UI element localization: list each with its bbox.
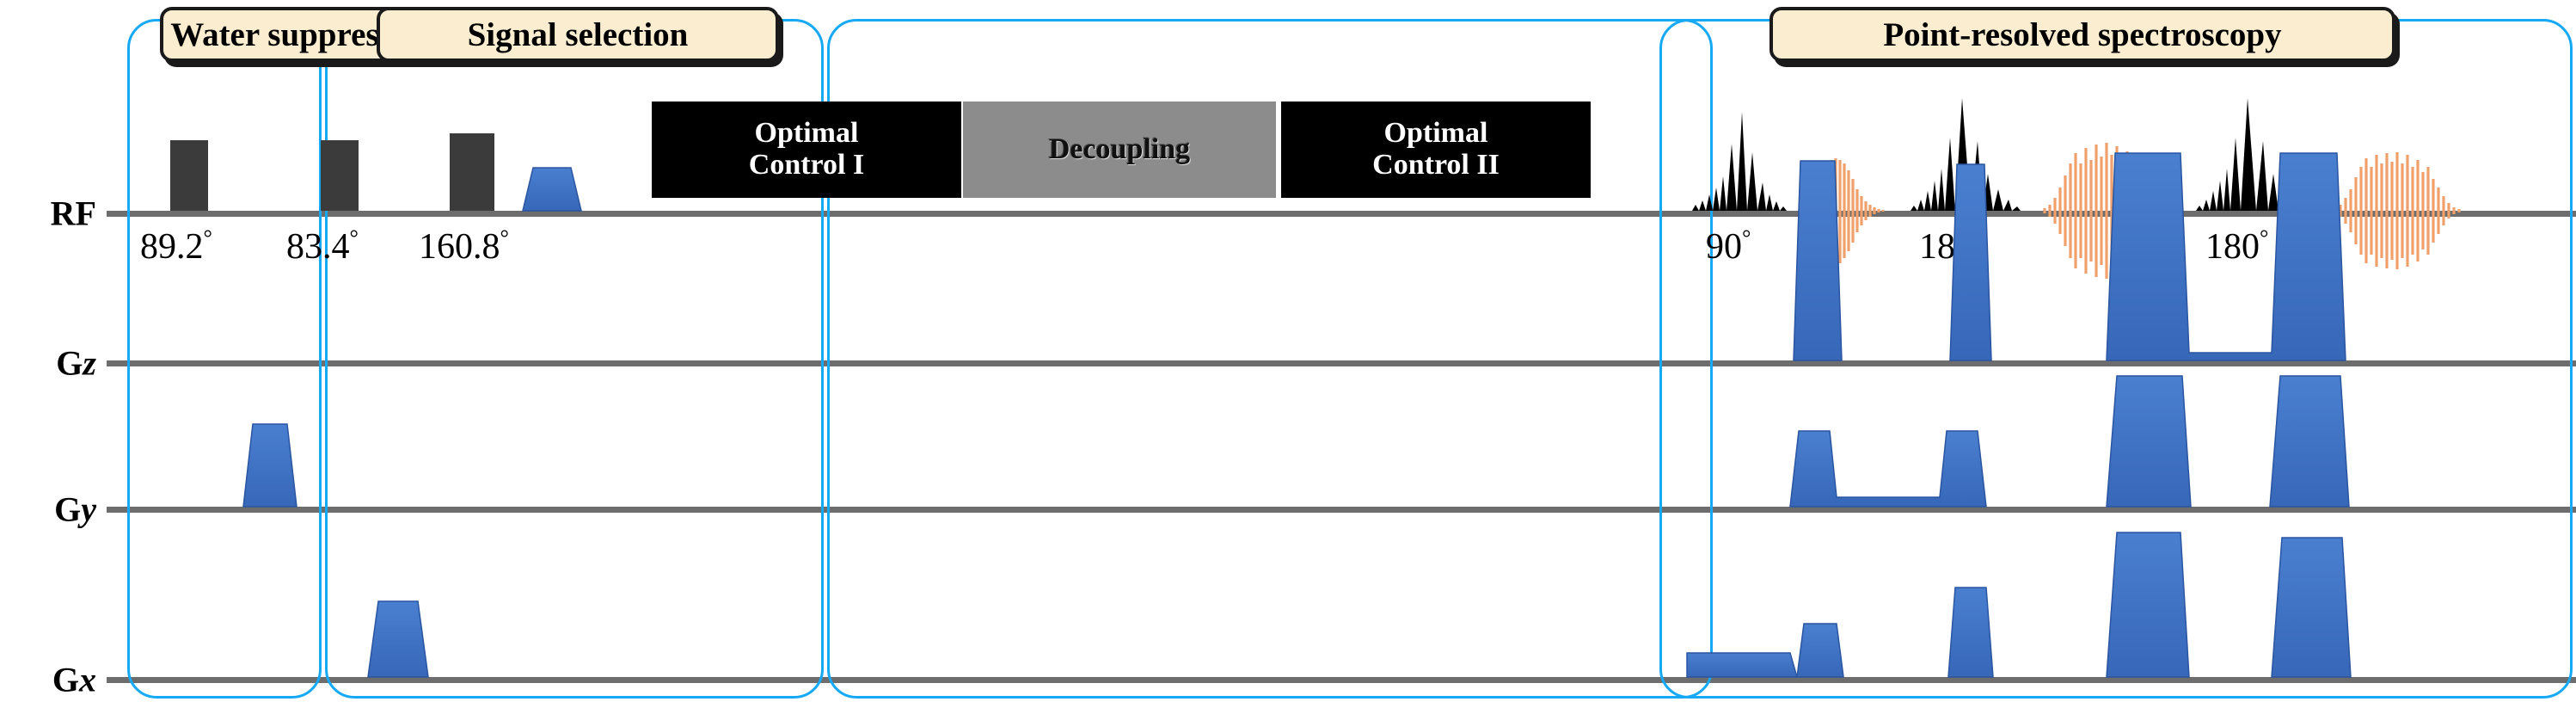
gradient-flat-press-gx-1 — [1686, 652, 1798, 678]
axis-label-gy-sub: y — [81, 489, 96, 529]
degree-symbol-3: ° — [500, 225, 509, 250]
flip-angle-label-1: 89.2° — [140, 225, 212, 268]
gradient-trapezoid-ws-gx-1 — [367, 600, 429, 678]
axis-label-gx-main: G — [52, 660, 79, 699]
pulse-box-decoupling: Decoupling — [963, 102, 1276, 198]
baseline-gz — [107, 360, 2576, 366]
axis-label-gx-sub: x — [79, 660, 96, 699]
axis-label-gy-main: G — [54, 489, 82, 529]
section-title-point-resolved-spectroscopy-text: Point-resolved spectroscopy — [1883, 15, 2282, 53]
gradient-trapezoid-press-gy-2 — [2106, 375, 2192, 508]
pulse-box-optimal-control-2: Optimal Control II — [1281, 102, 1591, 198]
gradient-group-ws-gy — [242, 423, 297, 508]
degree-symbol-press-2: ° — [1973, 225, 1983, 250]
bracket-press-extension — [1659, 19, 2573, 699]
gradient-trapezoid-ws-gy-1 — [242, 423, 297, 508]
pulse-box-optimal-control-1-label: Optimal Control I — [748, 117, 865, 181]
flip-angle-value-3: 160.8 — [419, 227, 500, 267]
gradient-trapezoid-press-gz-1 — [1793, 160, 1843, 361]
gradient-group-ws-gz — [522, 167, 582, 212]
flip-angle-value-press-1: 90 — [1706, 227, 1742, 267]
axis-label-gz-main: G — [56, 343, 83, 383]
degree-symbol-2: ° — [349, 225, 359, 250]
gradient-group-ws-gx — [367, 600, 429, 678]
pulse-box-optimal-control-2-label: Optimal Control II — [1372, 117, 1500, 181]
pulse-box-optimal-control-1: Optimal Control I — [652, 102, 961, 198]
flip-angle-label-press-2: 180° — [1919, 225, 1982, 268]
rf-block-1 — [170, 140, 208, 211]
section-title-signal-selection-text: Signal selection — [467, 15, 689, 53]
flip-angle-label-press-1: 90° — [1706, 225, 1751, 268]
flip-angle-label-press-3: 180° — [2205, 225, 2268, 268]
gradient-trapezoid-press-gx-4 — [2106, 532, 2190, 678]
gradient-trapezoid-press-gx-3 — [1947, 587, 1994, 678]
gradient-group-press-gy — [1789, 375, 2350, 508]
flip-angle-value-1: 89.2 — [140, 227, 204, 267]
section-title-point-resolved-spectroscopy: Point-resolved spectroscopy — [1769, 7, 2395, 62]
baseline-rf — [107, 211, 2576, 217]
axis-label-gy: Gy — [0, 489, 96, 530]
axis-label-rf: RF — [0, 194, 96, 234]
flip-angle-value-2: 83.4 — [286, 227, 350, 267]
bracket-water-suppression — [127, 19, 322, 699]
flip-angle-label-2: 83.4° — [286, 225, 359, 268]
flip-angle-label-3: 160.8° — [419, 225, 509, 268]
gradient-trapezoid-press-gx-2 — [1796, 623, 1844, 678]
degree-symbol-press-1: ° — [1742, 225, 1751, 250]
rf-sinc-pulse-180-1 — [1911, 98, 2021, 211]
axis-label-rf-main: RF — [50, 194, 96, 233]
gradient-group-press-gx — [1686, 532, 2352, 678]
rf-block-2 — [321, 140, 359, 211]
axis-label-gz: Gz — [0, 343, 96, 384]
degree-symbol-1: ° — [203, 225, 212, 250]
degree-symbol-press-3: ° — [2260, 225, 2269, 250]
pulse-box-decoupling-label: Decoupling — [1048, 132, 1191, 165]
gradient-trapezoid-ws-gz-1 — [522, 167, 582, 212]
rf-sinc-pulse-90 — [1692, 112, 1787, 211]
section-title-signal-selection: Signal selection — [377, 7, 779, 62]
baseline-gy — [107, 507, 2576, 513]
flip-angle-value-press-3: 180 — [2205, 227, 2260, 267]
gradient-trapezoid-press-gx-5 — [2271, 537, 2352, 678]
axis-label-gz-sub: z — [83, 343, 96, 383]
axis-label-gx: Gx — [0, 660, 96, 700]
rf-block-3 — [450, 133, 494, 211]
rf-sinc-pulse-180-2 — [2196, 98, 2306, 211]
baseline-gx — [107, 677, 2576, 683]
gradient-trapezoid-press-gy-1 — [1789, 430, 1987, 508]
flip-angle-value-press-2: 180 — [1919, 227, 1973, 267]
gradient-trapezoid-press-gy-3 — [2269, 375, 2350, 508]
